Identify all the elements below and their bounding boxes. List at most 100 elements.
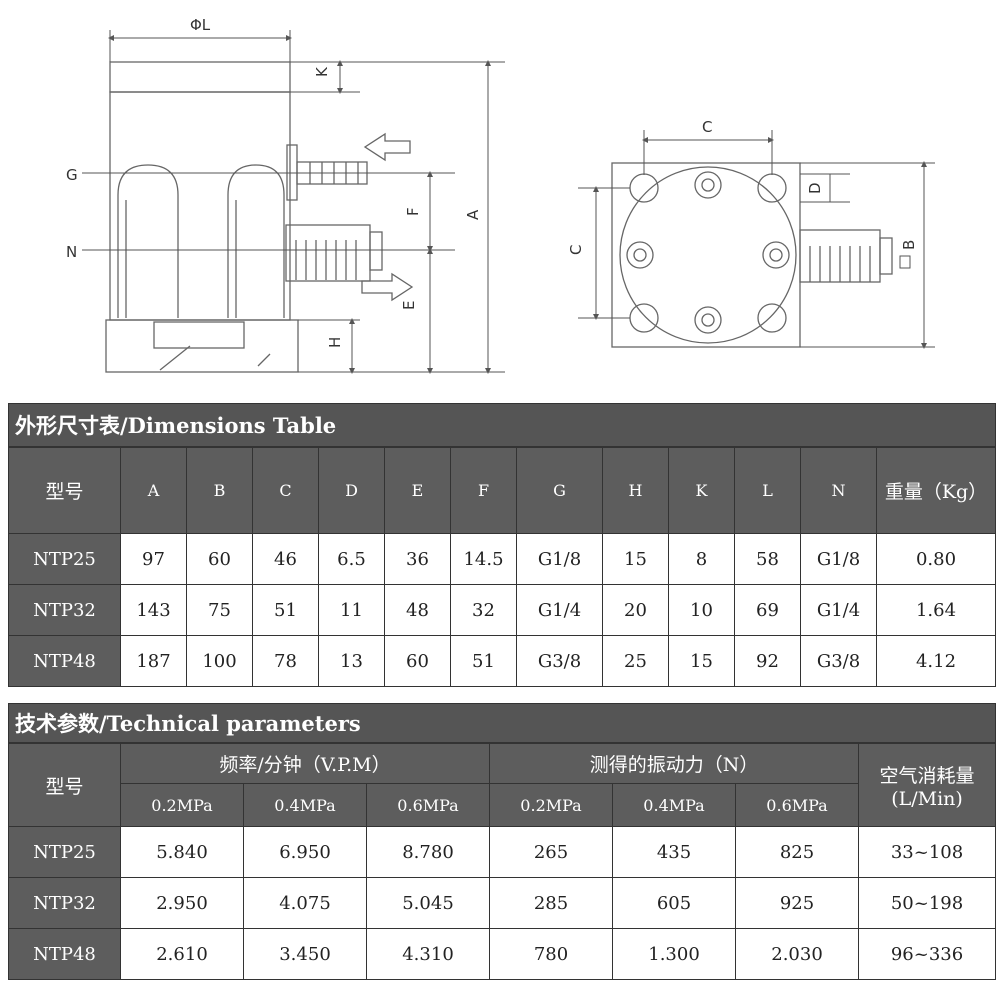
- header-air-consumption: 空气消耗量 (L/Min): [858, 743, 996, 827]
- table-cell: 265: [489, 826, 614, 878]
- side-dimension-lines: [82, 30, 505, 374]
- header-frequency: 频率/分钟（V.P.M）: [119, 743, 491, 784]
- row-model: NTP48: [8, 635, 121, 687]
- table-cell: 4.12: [876, 635, 996, 687]
- table-cell: 925: [735, 877, 860, 929]
- table-cell: 6.950: [243, 826, 367, 878]
- table-cell: 2.610: [120, 928, 244, 980]
- table-cell: 13: [318, 635, 385, 687]
- side-dimension-labels: ΦL K G N F A E H: [66, 16, 482, 348]
- table-cell: 58: [734, 533, 801, 585]
- dim-label-g: G: [66, 166, 78, 184]
- table-row: NTP25 97 60 46 6.5 36 14.5 G1/8 15 8 58 …: [8, 533, 996, 585]
- table-cell: 1.300: [612, 928, 737, 980]
- top-dimension-lines: [578, 130, 935, 349]
- dimensions-table: 型号 A B C D E F G H K L N 重量（Kg） NTP25 97…: [8, 447, 996, 687]
- dim-label-d: D: [806, 182, 824, 194]
- table-cell: 69: [734, 584, 801, 636]
- table-cell: G1/4: [800, 584, 877, 636]
- dim-label-e: E: [400, 301, 418, 310]
- table-cell: 6.5: [318, 533, 385, 585]
- header-d: D: [318, 447, 385, 534]
- header-e: E: [384, 447, 451, 534]
- technical-header-row-2: 0.2MPa 0.4MPa 0.6MPa 0.2MPa 0.4MPa 0.6MP…: [9, 783, 996, 827]
- technical-table: 型号 频率/分钟（V.P.M） 测得的振动力（N） 空气消耗量 (L/Min) …: [8, 743, 996, 980]
- row-model: NTP32: [8, 584, 121, 636]
- table-cell: 1.64: [876, 584, 996, 636]
- header-pressure: 0.4MPa: [243, 783, 367, 827]
- dim-label-f: F: [404, 207, 422, 216]
- table-cell: 15: [668, 635, 735, 687]
- table-cell: 50~198: [858, 877, 996, 929]
- side-view: [105, 61, 414, 373]
- table-cell: 605: [612, 877, 737, 929]
- dim-label-k: K: [313, 66, 331, 77]
- top-dimension-labels: C C D B: [567, 118, 918, 269]
- header-model: 型号: [8, 447, 121, 534]
- table-cell: 14.5: [450, 533, 517, 585]
- header-c: C: [252, 447, 319, 534]
- table-cell: 51: [450, 635, 517, 687]
- table-cell: 60: [384, 635, 451, 687]
- row-model: NTP25: [8, 826, 121, 878]
- header-l: L: [734, 447, 801, 534]
- table-cell: G1/8: [800, 533, 877, 585]
- table-cell: 48: [384, 584, 451, 636]
- table-cell: 78: [252, 635, 319, 687]
- header-h: H: [602, 447, 669, 534]
- table-cell: 25: [602, 635, 669, 687]
- header-g: G: [516, 447, 603, 534]
- header-weight: 重量（Kg）: [876, 447, 996, 534]
- table-cell: 4.075: [243, 877, 367, 929]
- table-row: NTP32 2.950 4.075 5.045 285 605 925 50~1…: [8, 877, 996, 929]
- table-cell: 8.780: [365, 826, 491, 878]
- technical-table-section: 技术参数/Technical parameters 型号 频率/分钟（V.P.M…: [8, 703, 996, 980]
- dim-label-n: N: [66, 243, 77, 261]
- table-cell: 11: [318, 584, 385, 636]
- dimensions-table-section: 外形尺寸表/Dimensions Table 型号 A B C D E F G …: [8, 403, 996, 687]
- dimensions-header-row: 型号 A B C D E F G H K L N 重量（Kg）: [8, 447, 996, 534]
- table-cell: 46: [252, 533, 319, 585]
- header-pressure: 0.2MPa: [489, 783, 614, 827]
- table-row: NTP25 5.840 6.950 8.780 265 435 825 33~1…: [8, 826, 996, 878]
- header-vibration-force: 测得的振动力（N）: [489, 743, 860, 784]
- table-cell: 825: [735, 826, 860, 878]
- row-model: NTP48: [8, 928, 121, 980]
- table-cell: 0.80: [876, 533, 996, 585]
- table-cell: 92: [734, 635, 801, 687]
- table-cell: 4.310: [365, 928, 491, 980]
- table-cell: 15: [602, 533, 669, 585]
- table-cell: 187: [120, 635, 187, 687]
- table-cell: G1/8: [516, 533, 603, 585]
- table-cell: 51: [252, 584, 319, 636]
- table-row: NTP32 143 75 51 11 48 32 G1/4 20 10 69 G…: [8, 584, 996, 636]
- table-cell: 75: [186, 584, 253, 636]
- header-pressure: 0.4MPa: [612, 783, 737, 827]
- technical-table-title: 技术参数/Technical parameters: [8, 703, 996, 743]
- table-cell: 60: [186, 533, 253, 585]
- dim-label-a: A: [464, 209, 482, 220]
- header-pressure: 0.2MPa: [120, 783, 244, 827]
- table-cell: 3.450: [243, 928, 367, 980]
- table-cell: 2.030: [735, 928, 860, 980]
- header-pressure: 0.6MPa: [735, 783, 860, 827]
- table-cell: 143: [120, 584, 187, 636]
- top-view: [611, 162, 893, 348]
- header-a: A: [120, 447, 187, 534]
- header-model: 型号: [8, 743, 121, 827]
- header-n: N: [800, 447, 877, 534]
- table-cell: G3/8: [800, 635, 877, 687]
- table-cell: 96~336: [858, 928, 996, 980]
- table-cell: 32: [450, 584, 517, 636]
- dim-label-c-left: C: [567, 245, 585, 255]
- dim-label-c-top: C: [702, 118, 712, 136]
- header-air-line-2: (L/Min): [891, 787, 963, 810]
- row-model: NTP32: [8, 877, 121, 929]
- table-cell: 780: [489, 928, 614, 980]
- header-f: F: [450, 447, 517, 534]
- header-k: K: [668, 447, 735, 534]
- table-row: NTP48 187 100 78 13 60 51 G3/8 25 15 92 …: [8, 635, 996, 687]
- table-cell: 20: [602, 584, 669, 636]
- table-cell: 8: [668, 533, 735, 585]
- table-cell: 33~108: [858, 826, 996, 878]
